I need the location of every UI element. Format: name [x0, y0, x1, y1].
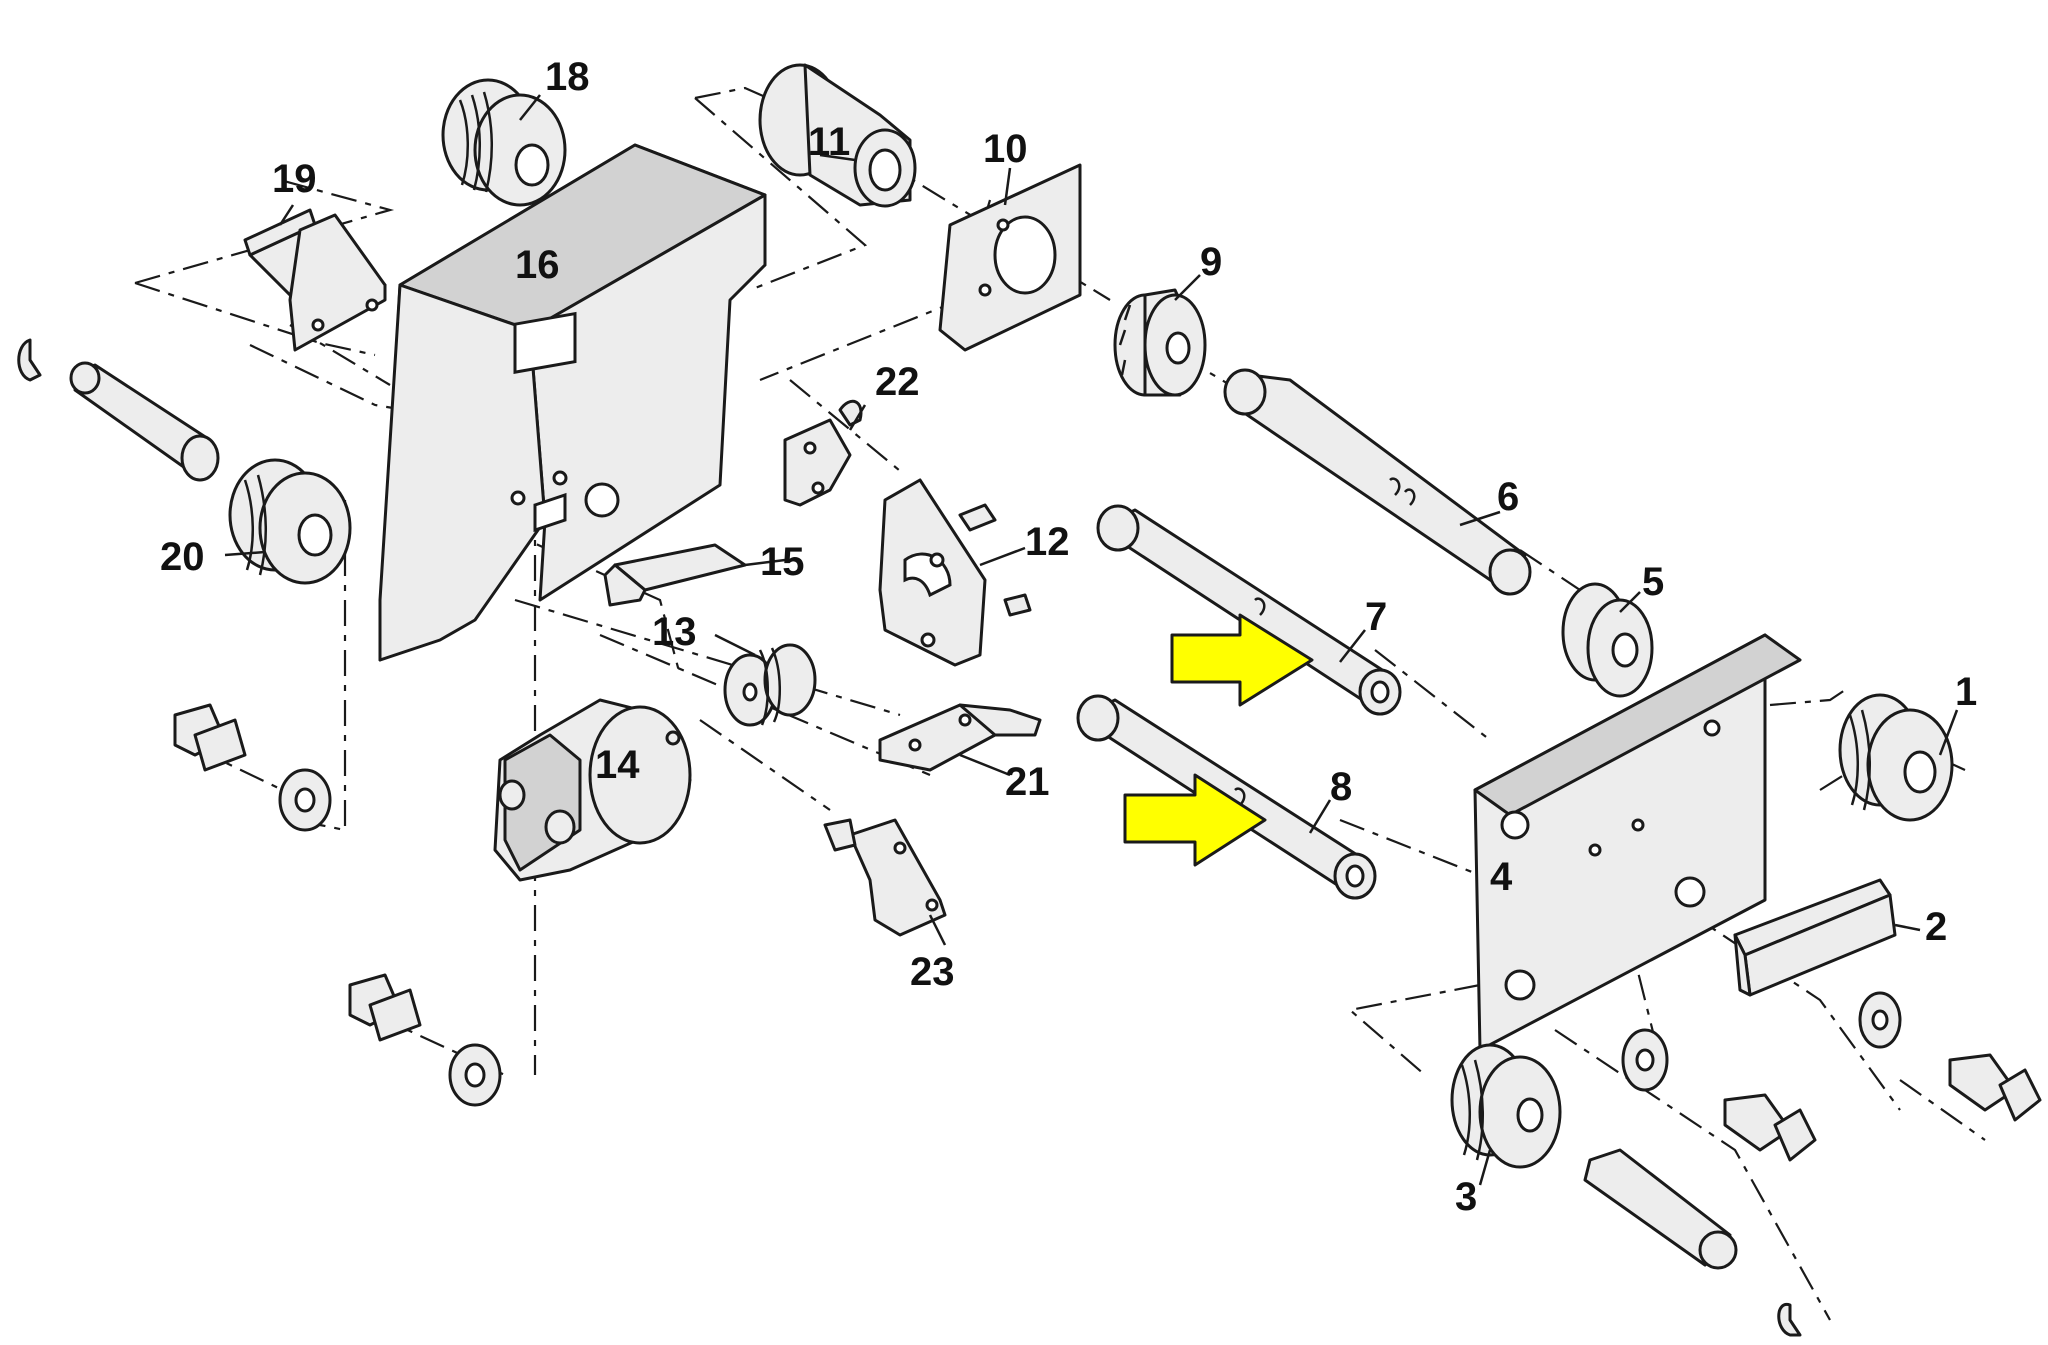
part-22-latch — [783, 399, 863, 507]
lower-right-hardware — [1583, 991, 2042, 1337]
callout-4: 4 — [1490, 855, 1513, 899]
part-12-bracket — [878, 478, 1032, 667]
callout-15: 15 — [760, 540, 805, 584]
part-15-plate — [603, 543, 747, 607]
callout-1: 1 — [1955, 670, 1977, 714]
callout-10: 10 — [983, 127, 1028, 171]
part-21-block — [878, 703, 1042, 772]
part-3-pulley — [1450, 1043, 1562, 1169]
callout-22: 22 — [875, 360, 920, 404]
callout-12: 12 — [1025, 520, 1070, 564]
callout-5: 5 — [1642, 560, 1664, 604]
callout-13: 13 — [652, 610, 697, 654]
left-hardware — [173, 703, 502, 1107]
callout-2: 2 — [1925, 905, 1947, 949]
part-19-bracket — [243, 208, 387, 352]
callout-9: 9 — [1200, 240, 1222, 284]
part-13-coupling — [723, 643, 817, 727]
highlight-arrow-part-8 — [1123, 773, 1267, 867]
part-4-plate — [1473, 633, 1802, 1052]
part-16-housing — [378, 143, 767, 662]
part-1-pulley — [1838, 693, 1954, 822]
part-5-pulley — [1561, 582, 1654, 698]
part-14-motor — [493, 698, 692, 882]
part-10-plate — [938, 163, 1082, 352]
part-23-lever — [823, 818, 947, 937]
highlight-arrow-part-7 — [1170, 613, 1314, 707]
callout-14: 14 — [595, 743, 640, 787]
part-18-pulley — [441, 78, 567, 207]
left-pin — [17, 338, 220, 482]
callout-21: 21 — [1005, 760, 1050, 804]
part-6-shaft — [1223, 368, 1532, 596]
part-7-shaft — [1096, 504, 1402, 716]
part-11-hub — [758, 63, 917, 208]
leader-lines — [224, 94, 1959, 1186]
part-2-channel — [1733, 878, 1897, 997]
callout-8: 8 — [1330, 765, 1352, 809]
part-9-gear — [1113, 288, 1207, 397]
callout-16: 16 — [515, 243, 560, 287]
callout-11: 11 — [808, 120, 850, 164]
callout-23: 23 — [910, 950, 955, 994]
callout-7: 7 — [1365, 595, 1387, 639]
callout-6: 6 — [1497, 475, 1519, 519]
part-20-pulley — [228, 458, 352, 585]
highlight-arrows — [1123, 613, 1314, 867]
callout-18: 18 — [545, 55, 590, 99]
callout-20: 20 — [160, 535, 205, 579]
callout-19: 19 — [272, 157, 317, 201]
callout-3: 3 — [1455, 1175, 1477, 1219]
callout-labels: 1 2 3 4 5 6 7 8 9 10 11 12 13 14 15 16 1… — [160, 55, 1977, 1219]
